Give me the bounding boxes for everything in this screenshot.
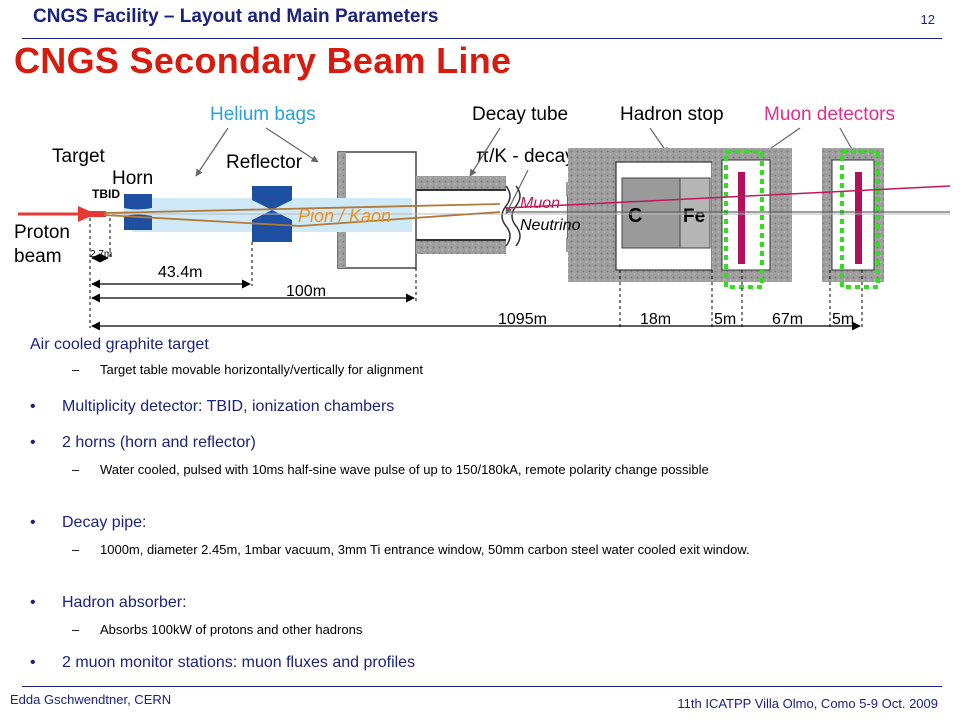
bullet-marker: •	[30, 514, 36, 531]
header-title: CNGS Facility – Layout and Main Paramete…	[33, 6, 439, 27]
dim-43-4m: 43.4m	[158, 264, 202, 281]
decay-tube-shield-bottom	[416, 240, 506, 254]
muon-detector-1	[738, 172, 745, 264]
sub-bullet-text: Target table movable horizontally/vertic…	[100, 362, 423, 377]
helium-pointer-2	[265, 127, 319, 163]
bullet-text: Hadron absorber:	[62, 594, 187, 611]
sub-bullet-text: 1000m, diameter 2.45m, 1mbar vacuum, 3mm…	[100, 542, 750, 557]
carbon-label: C	[628, 205, 642, 227]
sub-bullet-text: Absorbs 100kW of protons and other hadro…	[100, 622, 363, 637]
bullet-marker: •	[30, 594, 36, 611]
bullet-text: Air cooled graphite target	[30, 336, 209, 353]
footer-conference: 11th ICATPP Villa Olmo, Como 5-9 Oct. 20…	[677, 696, 938, 711]
pion-track-lower-2	[299, 211, 501, 227]
beam-line-diagram: Helium bags Decay tube Hadron stop Muon …	[14, 104, 951, 331]
neutrino-label: Neutrino	[520, 217, 581, 234]
slide-title: CNGS Secondary Beam Line	[14, 40, 512, 81]
bullet-marker: •	[30, 434, 36, 451]
decay-tube-break	[501, 185, 511, 247]
target-rod	[88, 211, 106, 217]
dash-marker: –	[72, 462, 80, 477]
muon-detectors-label: Muon detectors	[764, 104, 895, 125]
muon-track	[505, 185, 951, 209]
dim-5m-b: 5m	[832, 311, 854, 328]
muon-detector-1-frame	[724, 150, 764, 289]
bullet-text: Decay pipe:	[62, 514, 147, 531]
decay-pointer	[505, 169, 529, 215]
helium-bags-label: Helium bags	[210, 104, 316, 125]
dash-marker: –	[72, 362, 80, 377]
tbid-label: TBID	[92, 187, 120, 201]
helium-pointer-1	[195, 127, 229, 177]
muon-chamber-2	[831, 159, 875, 271]
reflector-label: Reflector	[226, 152, 303, 173]
footer-divider	[22, 686, 942, 687]
page-number: 12	[920, 12, 935, 27]
dim-67m: 67m	[772, 311, 803, 328]
bullet-marker: •	[30, 398, 36, 415]
dim-1095m: 1095m	[498, 311, 547, 328]
proton-label: Proton	[14, 222, 70, 243]
pion-track-lower	[103, 214, 301, 227]
bullet-text: Multiplicity detector: TBID, ionization …	[62, 398, 395, 415]
iron-block	[679, 177, 711, 249]
sub-bullet-text: Water cooled, pulsed with 10ms half-sine…	[100, 462, 709, 477]
footer-author: Edda Gschwendtner, CERN	[10, 692, 172, 707]
horn-label: Horn	[112, 168, 153, 189]
bullet-marker: •	[30, 654, 36, 671]
pion-kaon-label: Pion / Kaon	[298, 206, 391, 226]
decay-tube-shield-top	[416, 176, 506, 190]
dim-5m-a: 5m	[714, 311, 736, 328]
muon-label: Muon	[520, 195, 560, 212]
dim-18m: 18m	[640, 311, 671, 328]
header-divider	[22, 38, 942, 39]
pion-track-upper	[103, 203, 501, 214]
beam-label: beam	[14, 246, 62, 267]
target-label: Target	[52, 146, 106, 167]
decay-tube-label: Decay tube	[472, 104, 568, 125]
decay-tube-break-2	[511, 185, 521, 247]
muon-detector-2	[855, 172, 862, 264]
bullet-text: 2 horns (horn and reflector)	[62, 434, 256, 451]
dash-marker: –	[72, 622, 80, 637]
hadron-stop-label: Hadron stop	[620, 104, 724, 125]
bullet-text: 2 muon monitor stations: muon fluxes and…	[62, 654, 416, 671]
proton-arrow-head	[78, 206, 96, 222]
carbon-block	[621, 177, 681, 249]
dim-100m: 100m	[286, 283, 326, 300]
iron-label: Fe	[683, 206, 705, 227]
decay-tube-pointer	[469, 127, 501, 177]
pi-k-decay-label: π/K - decay	[476, 146, 575, 167]
dim-2-7m: 2.7m	[90, 249, 112, 260]
dash-marker: –	[72, 542, 80, 557]
muon-detector-2-frame	[840, 150, 880, 289]
